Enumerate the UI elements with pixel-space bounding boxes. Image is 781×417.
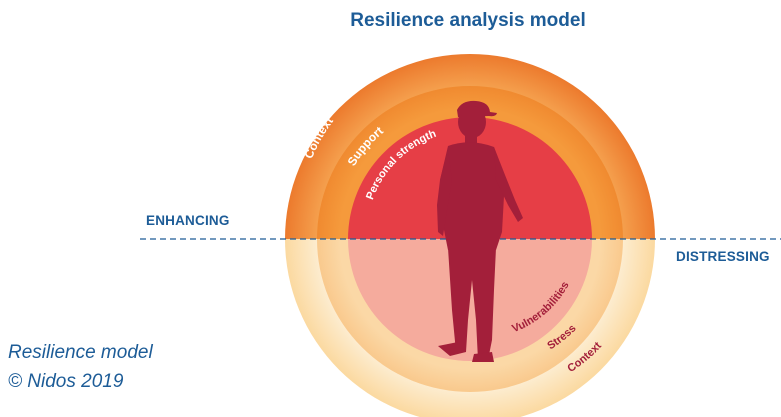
caption-line-1: Resilience model [8,342,153,363]
distressing-label: DISTRESSING [676,249,770,264]
enhancing-label: ENHANCING [146,213,230,228]
person-silhouette-icon [437,100,523,362]
caption: Resilience model © Nidos 2019 [8,338,153,396]
caption-line-2: © Nidos 2019 [8,371,124,392]
diagram-title: Resilience analysis model [350,10,586,31]
